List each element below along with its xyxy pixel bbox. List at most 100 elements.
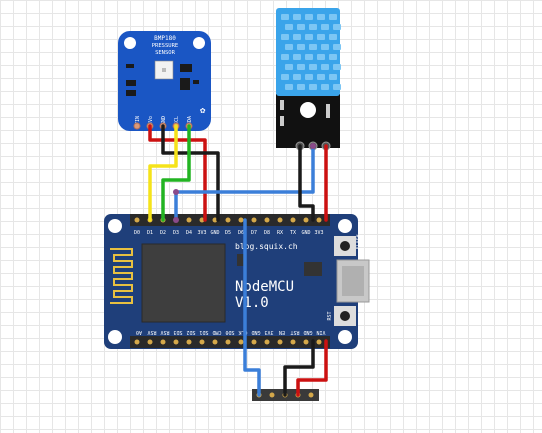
wire-bmp-sda (161, 124, 191, 222)
bottom-pin-label: GND (303, 329, 312, 335)
wires (148, 124, 328, 397)
vent-slot (285, 24, 293, 30)
vent-slot (297, 64, 305, 70)
bmp180-pin-label-scl: SCL (174, 116, 180, 125)
vent-slot (281, 54, 289, 60)
vent-slot (329, 14, 337, 20)
top-pin-label: D6 (238, 230, 244, 236)
wire-vin-header (296, 339, 328, 397)
vent-slot (333, 84, 341, 90)
top-pin-hole (251, 217, 257, 223)
vent-slot (285, 44, 293, 50)
top-pin-hole (316, 217, 322, 223)
mount-hole-icon (108, 330, 122, 344)
bottom-pin-hole (264, 339, 270, 345)
top-pin-hole (264, 217, 270, 223)
vent-slot (305, 34, 313, 40)
vent-slot (317, 74, 325, 80)
mount-hole-icon (338, 330, 352, 344)
top-pin-label: GND (301, 230, 310, 236)
bmp180-pin-label-gnd: GND (161, 116, 167, 125)
vent-slot (281, 74, 289, 80)
bottom-pin-hole (134, 339, 140, 345)
top-pin-label: D3 (173, 230, 179, 236)
esp-module (141, 243, 226, 323)
bottom-pin-hole (225, 339, 231, 345)
top-pin-label: RX (277, 230, 283, 236)
vent-slot (317, 34, 325, 40)
wire-gnd-header (283, 339, 315, 397)
vent-slot (297, 44, 305, 50)
bottom-pin-label: SD1 (199, 329, 208, 335)
bottom-pin-hole (251, 339, 257, 345)
bottom-pin-label: SD3 (173, 329, 182, 335)
top-pin-hole (134, 217, 140, 223)
mount-hole-icon (124, 37, 136, 49)
top-pin-label: 3V3 (314, 230, 323, 236)
vent-slot (293, 34, 301, 40)
top-pin-label: D7 (251, 230, 257, 236)
top-pin-label: D8 (264, 230, 270, 236)
top-pin-label: D0 (134, 230, 140, 236)
vent-slot (309, 24, 317, 30)
bmp180-pin-label-vin: VIN (135, 116, 141, 125)
bottom-pin-hole (290, 339, 296, 345)
top-pin-hole (303, 217, 309, 223)
wire-d5-header (243, 218, 261, 397)
bottom-pin-label: GND (251, 329, 260, 335)
mount-hole-icon (193, 37, 205, 49)
mount-hole-icon (338, 219, 352, 233)
vent-slot (321, 24, 329, 30)
top-pin-label: 3V3 (197, 230, 206, 236)
top-pin-label: D5 (225, 230, 231, 236)
bmp180-subtitle2: SENSOR (155, 50, 176, 56)
bottom-pin-hole (212, 339, 218, 345)
bmp180-breakout: BMP180 PRESSURE SENSOR ✿ VIN 3Vo GND SCL… (118, 31, 211, 131)
bmp180-title: BMP180 (154, 35, 176, 42)
vent-slot (317, 14, 325, 20)
flash-label: FLASH (356, 234, 362, 249)
board-version: V1.0 (235, 295, 269, 311)
wire-dht-gnd (298, 144, 315, 222)
vent-slot (281, 14, 289, 20)
bottom-pin-label: 3V3 (264, 329, 273, 335)
vent-slot (293, 14, 301, 20)
wire-bmp-scl (148, 124, 178, 222)
rst-label: RST (327, 311, 333, 320)
bottom-pin-label: RST (290, 329, 299, 335)
vent-slot (333, 64, 341, 70)
vent-slot (329, 54, 337, 60)
vent-slot (305, 74, 313, 80)
vent-slot (329, 34, 337, 40)
top-pin-label: TX (290, 230, 296, 236)
dht-sensor (276, 8, 341, 151)
bottom-pin-hole (173, 339, 179, 345)
bottom-pin-hole (147, 339, 153, 345)
top-pin-hole (277, 217, 283, 223)
wire-end-markers (173, 143, 316, 223)
adafruit-logo-icon: ✿ (200, 106, 206, 116)
top-pin-hole (186, 217, 192, 223)
bottom-pin-label: RSV (147, 329, 156, 335)
top-pin-label: GND (210, 230, 219, 236)
wire-dht-data (174, 144, 315, 222)
bottom-pin-label: SD2 (186, 329, 195, 335)
vent-slot (297, 24, 305, 30)
bottom-pin-hole (277, 339, 283, 345)
vent-slot (293, 54, 301, 60)
vent-slot (333, 24, 341, 30)
bottom-pin-hole (238, 339, 244, 345)
website-label: blog.squix.ch (235, 242, 298, 251)
vent-slot (285, 64, 293, 70)
top-pin-hole (290, 217, 296, 223)
bmp180-pin-label-sda: SDA (187, 116, 193, 125)
bottom-pin-hole (316, 339, 322, 345)
bottom-pin-label: VIN (316, 329, 325, 335)
vent-slot (305, 14, 313, 20)
top-pin-label: D2 (160, 230, 166, 236)
bottom-pin-hole (186, 339, 192, 345)
mount-hole-icon (300, 102, 316, 118)
vent-slot (329, 74, 337, 80)
